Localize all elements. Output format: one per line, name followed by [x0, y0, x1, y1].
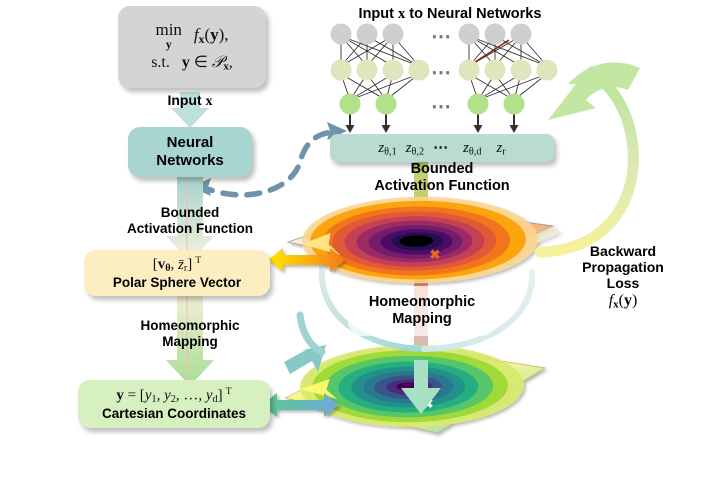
cartesian-coordinates-box: y = [y1, y2, …, yd] T Cartesian Coordina… — [78, 380, 270, 428]
homeomorphic-left-line2: Mapping — [162, 333, 218, 349]
z-theta-d: zθ,d — [463, 140, 482, 158]
problem-min-variable: y — [165, 37, 172, 52]
bidirectional-dashed-arrow — [197, 129, 335, 198]
cartesian-label: Cartesian Coordinates — [101, 406, 247, 422]
homeomorphic-left-line1: Homeomorphic — [140, 318, 240, 333]
nn-box-line2: Networks — [156, 152, 224, 170]
latent-vector-box: zθ,1 zθ,2 ⋯ zθ,d zr — [330, 134, 554, 162]
bounded-activation-right-line1: Bounded — [410, 161, 474, 177]
network-ellipsis-row2: ⋯ — [431, 62, 451, 84]
neural-network-right — [458, 23, 558, 133]
z-theta-2: zθ,2 — [405, 140, 425, 158]
backprop-arrowhead-to-network — [548, 62, 640, 120]
backward-line1: Backward — [589, 243, 657, 259]
z-ellipsis: ⋯ — [433, 140, 449, 157]
homeomorphic-center-line2: Mapping — [392, 311, 452, 327]
optimization-problem-box: min y fx(y), s.t. y ∈ 𝒫x, — [118, 6, 266, 88]
bounded-activation-right-line2: Activation Function — [374, 177, 510, 194]
backward-loss-formula: fx(y) — [608, 292, 638, 311]
network-ellipsis-row3: ⋯ — [431, 96, 451, 118]
homeomorphic-center-panel: Homeomorphic Mapping — [348, 286, 496, 336]
bounded-activation-label-left: Bounded Activation Function — [112, 205, 268, 236]
loss-landscape-cartesian: ✖ — [283, 343, 547, 434]
link-cartesian-to-landscape — [262, 393, 339, 417]
neural-network-left — [330, 23, 430, 133]
z-r: zr — [496, 140, 506, 158]
input-x-text: Input x — [167, 92, 213, 109]
problem-subject-to: s.t. — [151, 53, 170, 71]
backward-propagation-label: Backward Propagation Loss fx(y) — [548, 243, 698, 312]
homeomorphic-label-left: Homeomorphic Mapping — [112, 318, 268, 349]
flow-arrow-nn-to-polar — [166, 168, 214, 262]
nn-box-line1: Neural — [166, 133, 214, 151]
flow-arrow-input-to-nn — [171, 92, 209, 128]
neural-networks-box: Neural Networks — [128, 127, 252, 177]
network-ellipsis-row1: ⋯ — [431, 26, 451, 48]
network-title: Input x to Neural Networks — [358, 6, 542, 22]
backward-line3: Loss — [606, 275, 640, 292]
input-x-label: Input x — [140, 92, 240, 110]
backward-line2: Propagation — [582, 259, 664, 276]
polar-formula: [vθ, z̄r] T — [152, 255, 202, 275]
polar-sphere-vector-box: [vθ, z̄r] T Polar Sphere Vector — [84, 250, 270, 296]
flow-arrow-polar-to-cartesian — [166, 292, 214, 386]
bounded-activation-left-line2: Activation Function — [127, 220, 253, 236]
bounded-activation-left-line1: Bounded — [160, 205, 220, 220]
cartesian-formula: y = [y1, y2, …, yd] T — [116, 386, 232, 406]
polar-label: Polar Sphere Vector — [112, 275, 242, 291]
link-polar-to-landscape — [268, 248, 345, 272]
bounded-activation-label-right: Bounded Activation Function — [330, 161, 554, 194]
homeomorphic-center-line1: Homeomorphic — [368, 294, 476, 311]
svg-text:✖: ✖ — [430, 247, 441, 262]
loss-landscape-polar: ✖ — [286, 196, 560, 284]
problem-constraint: y ∈ 𝒫x, — [181, 54, 233, 73]
problem-objective: fx(y), — [193, 25, 229, 47]
center-flow-arrowhead — [401, 360, 441, 414]
problem-min-operator: min — [155, 20, 182, 40]
z-theta-1: zθ,1 — [378, 140, 397, 158]
